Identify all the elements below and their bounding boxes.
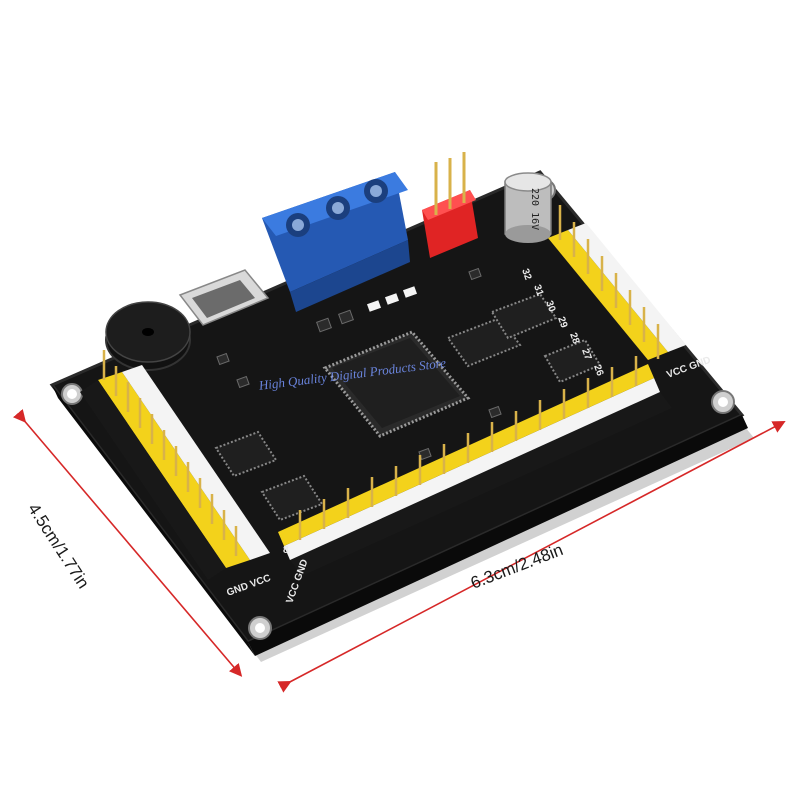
pin-number-label: 31 [531, 283, 545, 298]
pin-number-label: 32 [519, 267, 533, 282]
usb-c-connector [178, 269, 270, 326]
silkscreen-pin-8: 8 [283, 545, 289, 556]
pin-number-label: 27 [579, 347, 593, 362]
buzzer [105, 301, 191, 371]
capacitor-text: 220 16V [529, 188, 540, 230]
terminal-block [262, 172, 410, 312]
status-leds [366, 286, 418, 312]
pin-number-label: 26 [591, 363, 605, 378]
pin-number-label: 29 [555, 315, 569, 330]
pin-number-label: 30 [543, 299, 557, 314]
silkscreen-pin-numbers: 32 31 30 29 28 27 26 [519, 267, 605, 378]
electrolytic-capacitor: 220 16V [504, 172, 552, 243]
pin-number-label: 28 [567, 331, 581, 346]
height-dimension-line [12, 408, 243, 677]
width-dimension-line [277, 421, 786, 693]
red-pin-header [422, 152, 478, 258]
right-pin-headers [548, 205, 686, 360]
main-mcu-chip [322, 330, 471, 438]
